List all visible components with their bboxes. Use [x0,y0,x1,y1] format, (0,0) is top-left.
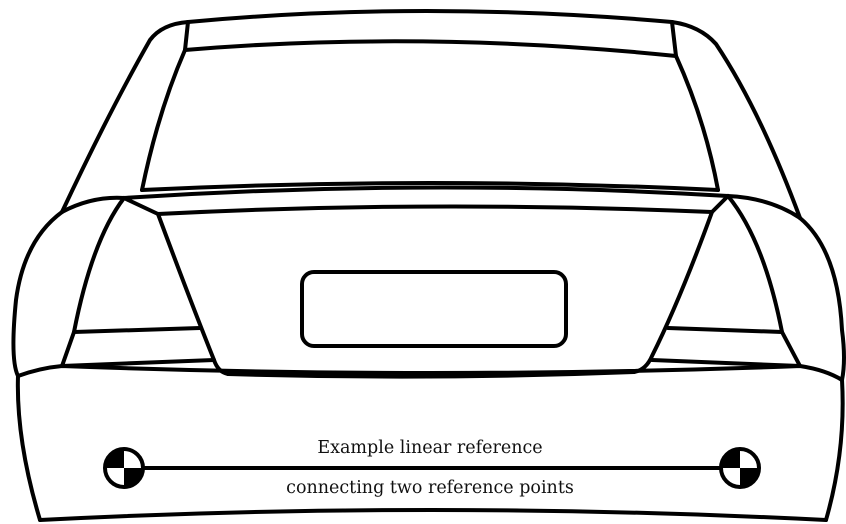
roof-right-edge [670,20,678,58]
reference-caption-line-1: Example linear reference [317,438,543,458]
right-reference-point-icon [719,447,761,489]
license-plate [300,270,568,348]
right-tail-light [650,194,802,368]
roof-left-edge [183,20,190,52]
left-fender [11,210,64,378]
reference-caption-line-2: connecting two reference points [286,478,574,498]
left-c-pillar [60,20,190,214]
trunk-lid-right [632,210,714,374]
trunk-lid-bottom [226,370,636,379]
left-c-pillar-inner [140,48,187,192]
left-reference-point-icon [103,447,145,489]
bumper-bottom [38,508,828,522]
trunk-shoulder [60,185,802,220]
roof-outline-lower [183,39,678,58]
bumper-right-side [824,378,845,522]
trunk-lid-left [156,212,230,376]
bumper-left-side [15,374,42,522]
right-fender [798,216,846,382]
bumper-top [16,364,844,382]
left-tail-light [60,196,216,368]
right-c-pillar [670,20,802,220]
right-c-pillar-inner [674,54,720,192]
roof-outline [186,9,674,24]
left-tail-light-divider [72,326,202,334]
trunk-lid-top [122,194,730,216]
rear-window-base [140,181,720,192]
right-tail-light-divider [666,326,784,334]
